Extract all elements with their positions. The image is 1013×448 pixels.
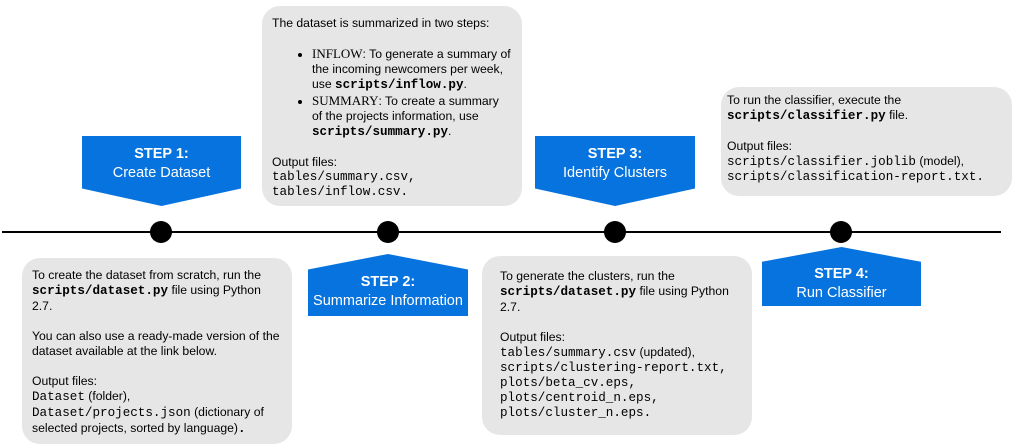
step-1-label: STEP 1: Create Dataset — [82, 136, 241, 206]
summary-script-code: scripts/summary.py — [312, 125, 449, 139]
dataset-script-code-2: scripts/dataset.py — [500, 285, 637, 299]
box-3-output-1: tables/summary.csv (updated), — [500, 345, 695, 360]
box-3-output-3: plots/beta_cv.eps, — [500, 376, 637, 390]
box-2-intro: The dataset is summarized in two steps: — [272, 16, 490, 30]
timeline-node-4 — [830, 221, 852, 243]
box-4-output-2: scripts/classification-report.txt. — [727, 170, 984, 184]
inflow-script-code: scripts/inflow.py — [335, 78, 464, 92]
box-1-output-label: Output files: — [32, 374, 98, 388]
box-3-output-label: Output files: — [500, 330, 566, 344]
box-4-output-label: Output files: — [727, 139, 793, 153]
box-1-output-2: Dataset/projects.json (dictionary of sel… — [32, 405, 264, 436]
step-1-title: STEP 1: — [134, 146, 189, 162]
step-4-label: STEP 4: Run Classifier — [762, 247, 921, 306]
dataset-script-code: scripts/dataset.py — [32, 284, 169, 298]
box-3-output-5: plots/cluster_n.eps. — [500, 406, 652, 420]
box-2-summary-item: SUMMARY: To create a summary of the proj… — [312, 93, 512, 140]
timeline-node-2 — [377, 221, 399, 243]
step-3-desc: Identify Clusters — [563, 165, 667, 181]
box-1-ready-made-note: You can also use a ready-made version of… — [32, 329, 280, 358]
step-2-description-box: The dataset is summarized in two steps: … — [262, 6, 522, 206]
step-4-title: STEP 4: — [814, 265, 869, 282]
box-1-output-1: Dataset (folder), — [32, 389, 131, 404]
step-2-title: STEP 2: — [360, 274, 416, 290]
box-3-output-4: plots/centroid_n.eps, — [500, 391, 659, 405]
timeline-node-1 — [150, 221, 172, 243]
box-1-instructions: To create the dataset from scratch, run … — [32, 268, 261, 313]
box-2-inflow-item: INFLOW: To generate a summary of the inc… — [312, 46, 512, 93]
step-3-description-box: To generate the clusters, run the script… — [482, 256, 752, 435]
step-3-title: STEP 3: — [587, 146, 643, 162]
box-3-output-2: scripts/clustering-report.txt, — [500, 361, 727, 375]
box-2-output-2: tables/inflow.csv. — [272, 185, 409, 199]
step-3-label: STEP 3: Identify Clusters — [535, 136, 695, 206]
classifier-script-code: scripts/classifier.py — [727, 109, 886, 123]
timeline-node-3 — [604, 221, 626, 243]
box-3-instructions: To generate the clusters, run the script… — [500, 269, 729, 314]
step-2-desc: Summarize Information — [313, 293, 463, 309]
step-4-description-box: To run the classifier, execute the scrip… — [721, 87, 1012, 196]
box-4-output-1: scripts/classifier.joblib (model), — [727, 154, 965, 169]
box-2-steps-list: INFLOW: To generate a summary of the inc… — [272, 46, 512, 140]
step-4-desc: Run Classifier — [796, 284, 887, 301]
step-1-desc: Create Dataset — [112, 165, 211, 181]
timeline-line — [2, 231, 1001, 233]
step-2-label: STEP 2: Summarize Information — [308, 254, 468, 316]
step-1-description-box: To create the dataset from scratch, run … — [22, 258, 292, 444]
box-2-output-1: tables/summary.csv, — [272, 170, 416, 184]
box-2-output-label: Output files: — [272, 155, 338, 169]
box-4-instructions: To run the classifier, execute the scrip… — [727, 93, 909, 123]
